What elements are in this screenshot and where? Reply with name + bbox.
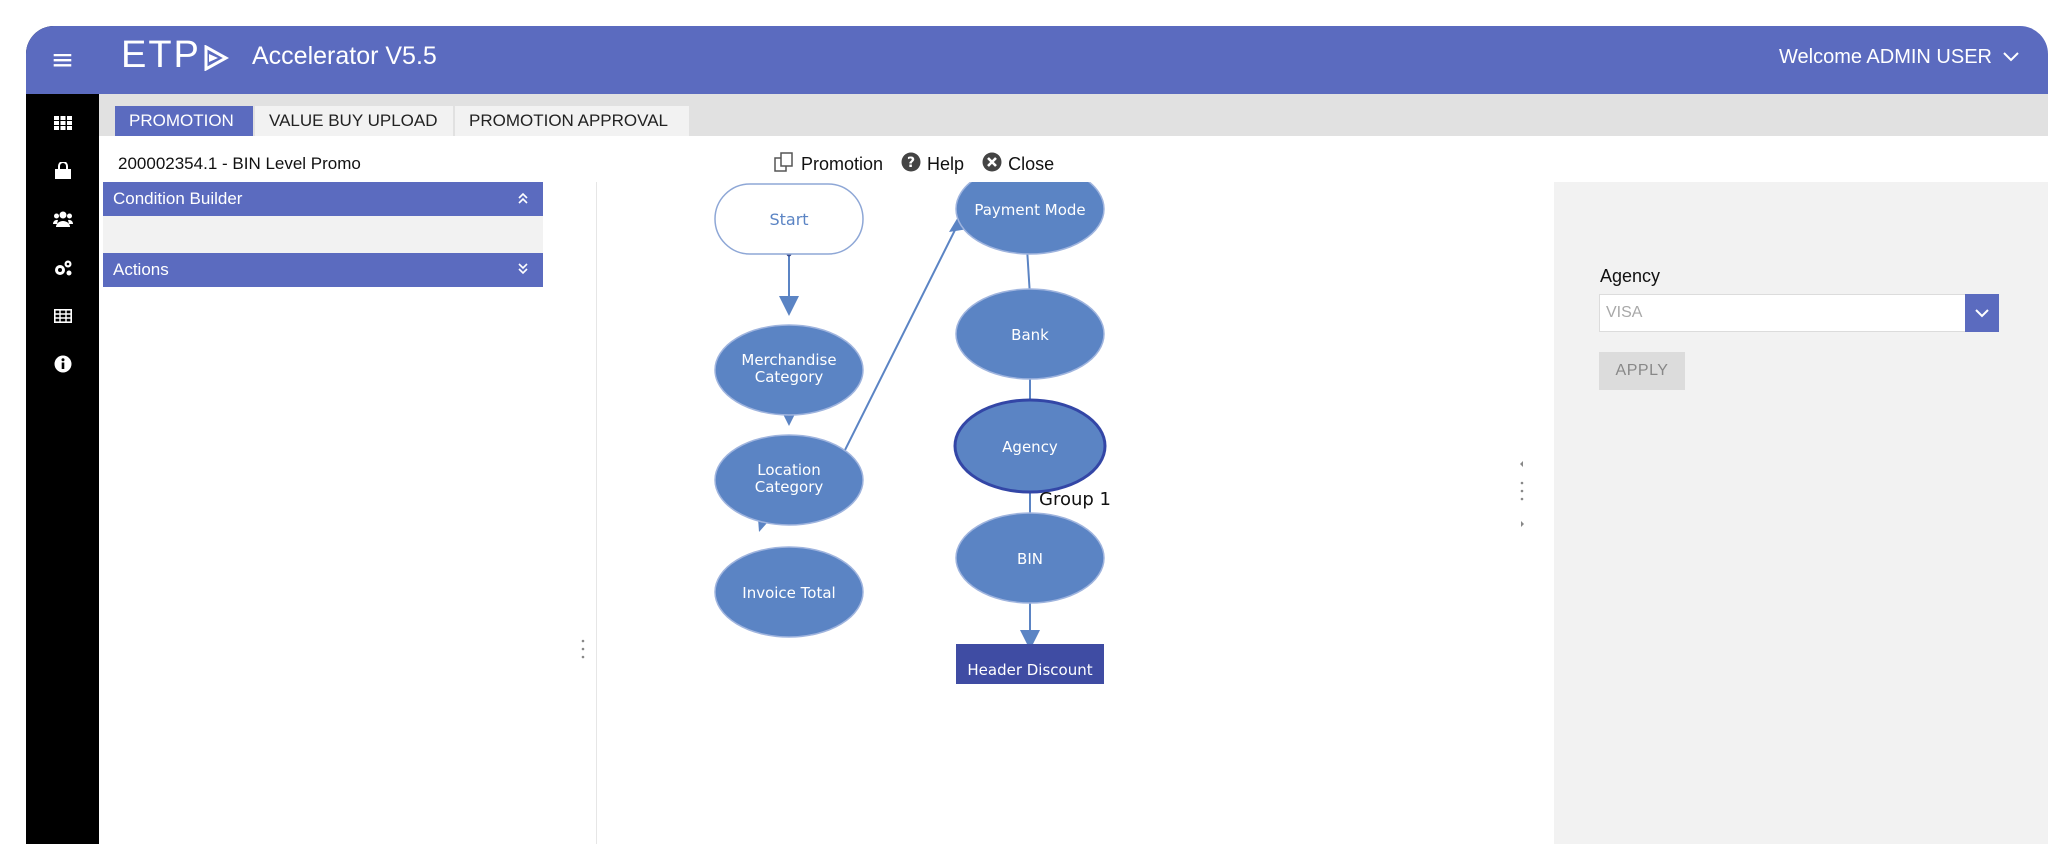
chevron-up-double-icon: [517, 182, 529, 216]
node-start[interactable]: Start: [714, 183, 864, 255]
flow-diagram: Start Merchandise Category Location Cate…: [714, 163, 1111, 684]
node-merchandise-category[interactable]: Merchandise Category: [714, 324, 864, 416]
node-merch-line1: Merchandise: [741, 351, 836, 369]
help-label: Help: [927, 154, 965, 174]
tab-promotion[interactable]: PROMOTION: [115, 106, 253, 136]
top-bar: ETP Accelerator V5.5 Welcome ADMIN USER: [99, 26, 2048, 94]
right-splitter-grip[interactable]: [1519, 461, 1524, 527]
node-payment-mode[interactable]: Payment Mode: [955, 163, 1105, 255]
agency-select-value: VISA: [1606, 304, 1643, 321]
info-icon[interactable]: [26, 346, 99, 382]
node-loc-line1: Location: [757, 461, 820, 479]
welcome-text: Welcome ADMIN USER: [1778, 46, 1992, 68]
users-icon[interactable]: [26, 201, 99, 237]
help-icon: ?: [901, 152, 921, 177]
shopping-bag-icon[interactable]: [26, 153, 99, 189]
node-bin[interactable]: BIN: [955, 512, 1105, 604]
logo-arrow-icon: [203, 44, 230, 75]
menu-icon[interactable]: ≡: [26, 26, 99, 94]
edge-payment-bank: [1026, 247, 1031, 297]
nav-rail: ≡: [26, 26, 99, 844]
settings-gears-icon[interactable]: [26, 250, 99, 286]
user-menu[interactable]: Welcome ADMIN USER: [1779, 46, 2020, 69]
left-panel: Condition Builder Actions: [99, 182, 595, 844]
svg-text:?: ?: [907, 155, 915, 171]
node-payment-label: Payment Mode: [974, 201, 1085, 219]
node-start-label: Start: [769, 210, 808, 229]
node-loc-line2: Category: [755, 478, 824, 496]
toolbar: Promotion ? Help Close: [773, 151, 1072, 178]
node-agency[interactable]: Agency: [953, 398, 1107, 494]
app-window: ≡: [26, 26, 2048, 844]
tab-strip: PROMOTION VALUE BUY UPLOAD PROMOTION APP…: [99, 94, 2048, 136]
dropdown-chevron-icon[interactable]: [1965, 294, 1999, 332]
node-discount-label: Header Discount: [967, 661, 1092, 679]
edge-label-group: Group 1: [1039, 489, 1111, 510]
tab-value-buy-upload[interactable]: VALUE BUY UPLOAD: [255, 106, 453, 136]
condition-builder-label: Condition Builder: [113, 189, 243, 208]
node-bank[interactable]: Bank: [955, 288, 1105, 380]
agency-field-label: Agency: [1600, 266, 1661, 286]
node-bank-label: Bank: [1011, 326, 1049, 344]
node-header-discount[interactable]: Header Discount: [956, 644, 1104, 684]
agency-select[interactable]: VISA: [1599, 294, 1999, 332]
app-title: Accelerator V5.5: [252, 42, 437, 70]
node-location-category[interactable]: Location Category: [714, 434, 864, 526]
node-merch-line2: Category: [755, 368, 824, 386]
help-button[interactable]: ? Help: [901, 152, 964, 177]
node-bin-label: BIN: [1017, 550, 1043, 568]
table-icon[interactable]: [26, 298, 99, 334]
close-button[interactable]: Close: [982, 152, 1054, 177]
node-invoice-total[interactable]: Invoice Total: [714, 546, 864, 638]
actions-header[interactable]: Actions: [103, 253, 543, 287]
promotion-title: 200002354.1 - BIN Level Promo: [118, 154, 361, 173]
left-divider: [596, 182, 597, 844]
apps-grid-icon[interactable]: [26, 105, 99, 141]
arrowhead: [779, 296, 799, 316]
properties-panel: Agency VISA APPLY: [1554, 182, 2048, 844]
promotion-button[interactable]: Promotion: [773, 151, 883, 178]
promotion-label: Promotion: [801, 154, 884, 174]
logo-text: ETP: [121, 34, 201, 76]
copy-icon: [773, 151, 795, 178]
close-label: Close: [1008, 154, 1055, 174]
actions-label: Actions: [113, 260, 169, 279]
node-invoice-label: Invoice Total: [742, 584, 835, 602]
flow-canvas: Start Merchandise Category Location Cate…: [597, 163, 1554, 844]
apply-button[interactable]: APPLY: [1599, 352, 1685, 390]
arrowhead: [1020, 630, 1040, 650]
condition-builder-header[interactable]: Condition Builder: [103, 182, 543, 216]
condition-builder-body: [103, 216, 543, 253]
close-icon: [982, 152, 1002, 177]
chevron-down-double-icon: [517, 253, 529, 287]
chevron-down-icon: [2002, 46, 2020, 69]
left-splitter-grip[interactable]: [581, 638, 585, 660]
node-agency-label: Agency: [1002, 438, 1058, 456]
tab-promotion-approval[interactable]: PROMOTION APPROVAL: [455, 106, 689, 136]
